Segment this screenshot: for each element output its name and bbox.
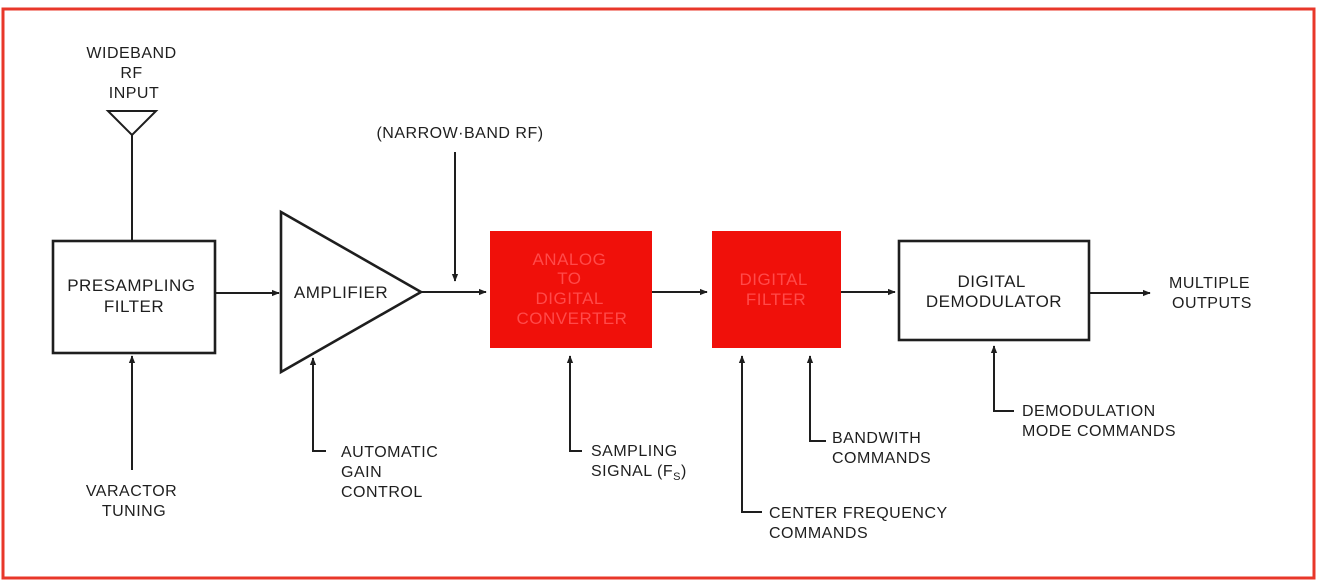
agc-arrow [309, 357, 326, 452]
wideband-rf-input-label: WIDEBAND RF INPUT [86, 45, 181, 102]
automatic-gain-control-label: AUTOMATIC GAIN CONTROL [341, 444, 443, 501]
sampling-signal-arrow [566, 355, 582, 452]
demodulation-mode-commands-label: DEMODULATION MODE COMMANDS [1022, 403, 1176, 440]
adc-block [490, 231, 652, 348]
amplifier-label: AMPLIFIER [294, 283, 388, 302]
digital-demodulator-block [897, 239, 1091, 342]
digital-demodulator-label: DIGITAL DEMODULATOR [926, 272, 1062, 311]
sampling-signal-label: SAMPLING SIGNAL (FS) [591, 443, 687, 483]
multiple-outputs-label: MULTIPLE OUTPUTS [1169, 275, 1255, 312]
antenna-icon [105, 110, 159, 240]
presampling-filter-label: PRESAMPLING FILTER [67, 276, 201, 316]
center-frequency-commands-label: CENTER FREQUENCY COMMANDS [769, 505, 952, 542]
narrow-band-rf-label: (NARROW·BAND RF) [376, 125, 543, 142]
center-frequency-arrow [738, 355, 762, 513]
bandwidth-commands-label: BANDWITH COMMANDS [832, 430, 931, 467]
bandwidth-arrow [806, 355, 826, 442]
amplifier-triangle [279, 209, 424, 375]
demodulation-mode-arrow [990, 345, 1014, 412]
digital-filter-label: DIGITAL FILTER [740, 270, 813, 309]
digital-filter-block [712, 231, 841, 348]
varactor-tuning-label: VARACTOR TUNING [86, 483, 182, 520]
presampling-filter-block [51, 239, 217, 355]
page-border [1, 7, 1316, 580]
adc-label: ANALOG TO DIGITAL CONVERTER [517, 250, 628, 328]
